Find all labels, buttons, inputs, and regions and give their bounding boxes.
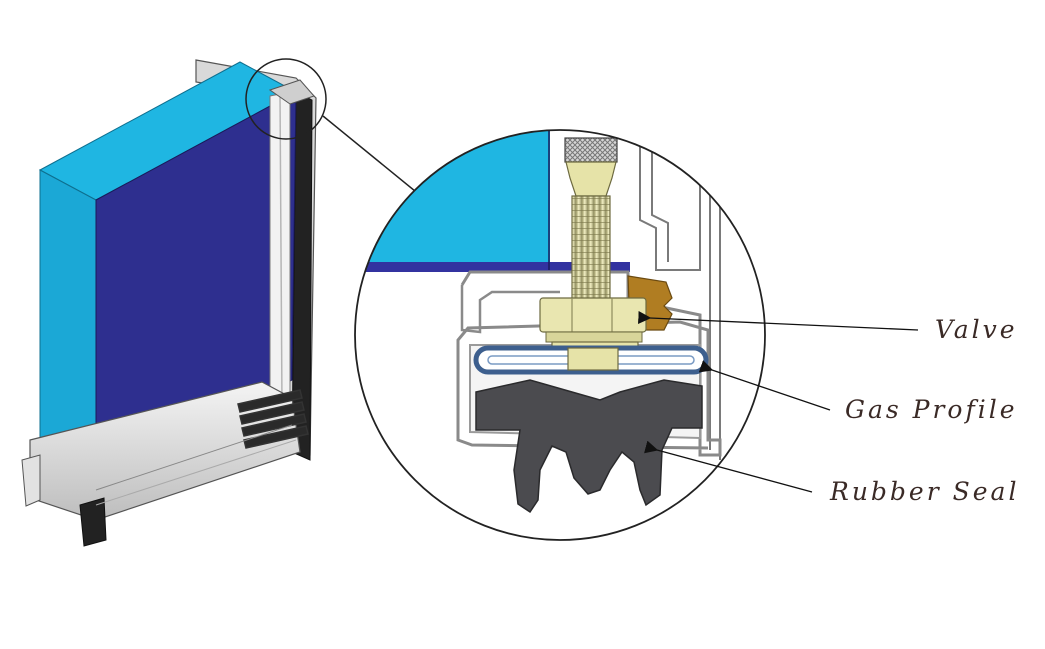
valve-nut — [539, 297, 647, 333]
valve-threaded-rod — [571, 195, 611, 301]
callout-valve-leader — [638, 310, 919, 331]
callout-gas-profile-leader — [698, 360, 831, 411]
frame-top-corner — [268, 79, 315, 105]
callout-valve-label: Valve — [935, 315, 1018, 344]
callout-rubber-seal: Rubber Seal — [644, 440, 1019, 506]
valve-cap — [564, 137, 618, 163]
callout-rubber-seal-leader — [644, 440, 813, 493]
window-unit-illustration — [21, 59, 317, 547]
callout-valve: Valve — [638, 310, 1018, 344]
frame-fins — [237, 389, 309, 449]
glass-section — [355, 130, 550, 270]
frame-clip-bottom — [79, 497, 107, 547]
callout-gas-profile: Gas Profile — [698, 360, 1018, 424]
callout-rubber-seal-label: Rubber Seal — [829, 477, 1019, 506]
frame-lip-bottom — [21, 454, 41, 507]
zoom-detail — [354, 129, 766, 541]
rubber-seal — [475, 379, 703, 514]
zoom-circle — [354, 129, 766, 541]
callout-gas-profile-label: Gas Profile — [845, 395, 1018, 424]
detail-locator-circle — [245, 58, 327, 140]
